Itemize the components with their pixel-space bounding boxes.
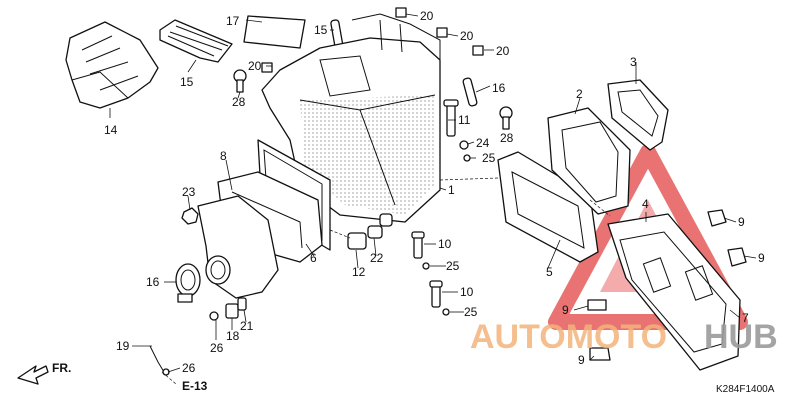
part-22-collar-b [379,213,393,227]
front-arrow-icon [17,365,49,385]
front-label: FR. [52,361,71,375]
part-15-clip-right [462,77,478,107]
label-12: 12 [352,265,366,279]
part-18-plug [225,303,239,319]
label-28-right: 28 [500,131,514,145]
label-9-c: 9 [562,303,569,317]
label-25-mid: 25 [446,259,460,273]
label-9-d: 9 [578,353,585,367]
label-20-a: 20 [420,9,434,23]
ref-e13: E-13 [182,379,208,393]
label-20-c: 20 [496,44,510,58]
part-2-element [547,107,631,215]
label-5: 5 [546,265,553,279]
diagram-code: K284F1400A [716,384,775,395]
label-21: 21 [240,319,254,333]
part-25-washer-top [463,154,471,162]
label-4: 4 [642,197,649,211]
part-26-clip-a [209,311,219,321]
part-21-plug [237,297,247,311]
label-14: 15 [180,75,194,89]
part-13-cover [65,21,159,109]
label-26-a: 26 [210,341,224,355]
part-12-collar [347,232,367,250]
part-14-grille [159,19,233,63]
part-5-element-frame [497,151,599,263]
part-16-band [175,263,201,303]
part-11-screw [443,99,459,137]
label-17: 17 [226,14,240,28]
label-1: 1 [448,183,455,197]
part-25-washer-mid [422,262,430,270]
label-13: 14 [104,123,118,137]
label-23: 23 [182,185,196,199]
part-23-nut [181,207,199,225]
label-26-b: 26 [182,361,196,375]
label-16: 16 [146,275,160,289]
part-22-collar [367,225,383,239]
label-9-b: 9 [758,251,765,265]
part-25-washer-low [442,308,450,316]
label-7: 7 [742,311,749,325]
label-15-right: 16 [492,81,506,95]
label-6: 6 [310,251,317,265]
label-9-a: 9 [738,215,745,229]
part-3-cover-frame [607,79,669,151]
label-25-low: 25 [464,305,478,319]
label-24: 24 [476,136,490,150]
label-2: 2 [576,87,583,101]
part-28-bolts [233,69,513,130]
label-19: 19 [116,339,130,353]
watermark-left: AUTOMOTO [470,318,667,356]
connecting-tube [197,195,279,299]
label-28-left: 28 [232,95,246,109]
part-9-clips [587,209,747,361]
label-3: 3 [630,55,637,69]
label-22: 22 [370,251,384,265]
label-15-top: 15 [314,23,328,37]
watermark-right: HUB [704,318,778,356]
label-18: 18 [226,329,240,343]
label-10-low: 10 [460,285,474,299]
label-25-top: 25 [482,151,496,165]
label-20-b: 20 [460,29,474,43]
leader-lines [109,13,757,373]
part-10-bolts [411,231,443,308]
part-17-pad [243,15,306,49]
part-number-labels: 14 15 28 17 15 20 20 20 20 16 3 2 11 28 … [52,9,775,395]
label-8: 8 [220,149,227,163]
part-4-7-outer-cover [607,213,741,371]
label-11: 11 [458,113,471,127]
label-10-top: 10 [438,237,452,251]
dashed-lines [161,177,611,385]
part-24-grommet [459,140,469,150]
label-20-d: 20 [248,59,262,73]
part-20-nuts [261,7,484,73]
watermark-text: AUTOMOTO HUB [470,318,778,356]
